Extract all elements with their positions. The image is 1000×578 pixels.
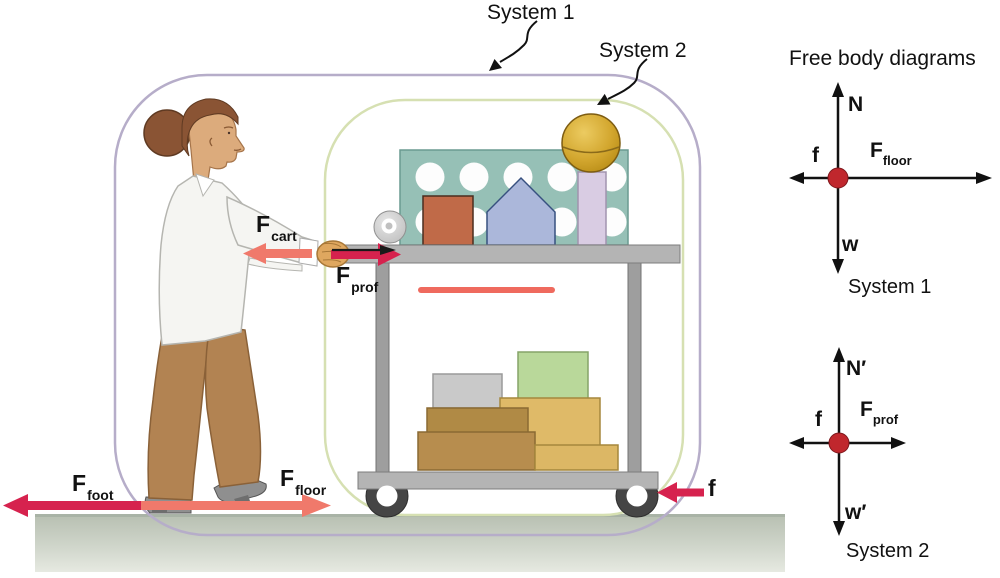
label-f-prof: Fprof [336,262,378,294]
f-foot-subscript: foot [87,486,114,503]
fbd2-point-mass [828,432,850,454]
fbd1-label-w: w [842,233,859,256]
lab-coat [158,175,261,346]
cart-leg-right [627,262,642,476]
cart [329,113,681,518]
face-details [209,126,242,151]
label-friction-wheel: f [708,475,716,501]
system1-boundary [113,73,702,537]
f-foot-arrow [3,494,141,517]
golden-ball [561,113,621,173]
cart-lower-boxes [417,351,619,471]
fbd2-caption: System 2 [846,540,930,562]
fbd1-point-mass [827,167,849,189]
fbd1-f-floor-symbol: F [870,139,883,162]
system2-callout-arrow [597,58,648,105]
fbd2-label-f-prof: Fprof [860,398,898,426]
cart-bottom-shelf [357,471,659,490]
wheel-hub-left [376,485,398,507]
f-floor-arrow [128,494,331,517]
fbd1-label-f: f [812,144,819,167]
silver-ball [373,210,407,244]
red-rod [418,287,555,293]
fbd2-f-prof-subscript: prof [872,412,899,428]
fbd1-label-f-floor: Ffloor [870,139,912,167]
large-brown-box [417,431,536,471]
orange-cube [422,195,474,246]
label-f-foot: Ffoot [72,470,114,502]
friction-arrow [657,482,704,503]
f-prof-subscript: prof [351,278,379,295]
fbd-system2-axes [789,347,906,536]
label-f-floor: Ffloor [280,465,326,497]
lower-gold-box [534,444,619,471]
fbd2-f-prof-symbol: F [860,398,873,421]
f-cart-arrow [243,243,312,264]
system2-boundary [323,98,685,517]
f-cart-symbol: F [256,211,271,237]
label-f-cart: Fcart [256,211,297,243]
fbd1-label-N: N [848,93,864,116]
hair-top [181,98,239,157]
wheel-hub-right [626,485,648,507]
fbd2-label-N-prime: N′ [846,357,867,380]
f-cart-subscript: cart [271,227,297,244]
fbd1-caption: System 1 [848,276,932,298]
green-box [517,351,589,401]
f-prof-thin-arrow [332,245,396,255]
fbd2-label-f: f [815,408,822,431]
f-prof-symbol: F [336,262,351,288]
fbd2-label-w-prime: w′ [845,501,867,524]
lavender-column [577,171,607,246]
coat-collar [195,173,215,198]
fbd1-f-floor-subscript: floor [882,153,912,169]
pants [147,319,262,501]
fbd-system1-axes [789,82,992,274]
system1-callout-label: System 1 [487,1,575,24]
arm-sleeve [226,195,316,265]
fbd-title: Free body diagrams [789,47,976,70]
middle-brown-box [426,407,529,434]
system2-callout-label: System 2 [599,39,687,62]
f-floor-subscript: floor [295,481,327,498]
floor [35,514,785,572]
gray-box [432,373,503,409]
force-arrows [3,243,704,517]
system1-callout-arrow [489,20,538,71]
f-foot-symbol: F [72,470,87,496]
professor-figure [143,98,350,514]
f-floor-symbol: F [280,465,295,491]
